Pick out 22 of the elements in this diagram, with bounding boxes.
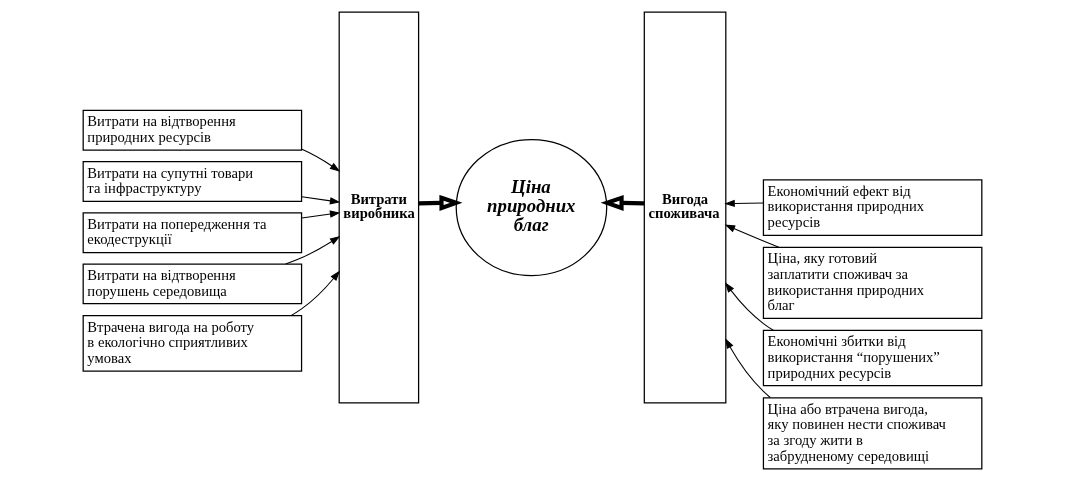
arrow xyxy=(301,148,341,172)
node-box: Економічні збитки від використання “порушених” природних ресурсів xyxy=(762,329,983,387)
node-box: Вигода споживача xyxy=(643,11,727,404)
node-box: Витрати на супутні товари та інфраструктуру xyxy=(82,161,303,202)
node-box: Економічний ефект від використання природних ресурсів xyxy=(762,179,983,236)
arrow xyxy=(301,196,341,205)
node-box: Витрати виробника xyxy=(338,11,420,404)
arrow xyxy=(725,338,771,398)
node-box: Витрати на попередження та екодеструкції xyxy=(82,212,303,254)
node-box: Витрати на відтворення природних ресурсів xyxy=(82,109,303,151)
arrow xyxy=(301,210,341,219)
node-box: Втрачена вигода на роботу в екологічно сприятливих умовах xyxy=(82,315,303,372)
arrow xyxy=(290,270,340,317)
node-box: Ціна, яку готовий заплатити споживач за використання природних благ xyxy=(762,246,983,319)
arrow xyxy=(285,236,341,265)
arrow xyxy=(724,199,764,208)
arrow xyxy=(600,194,645,212)
arrow xyxy=(418,194,463,212)
node-box: Ціна або втрачена вигода, яку повинен нести споживач за згоду жити в забрудненому середовищі xyxy=(762,397,983,470)
node-box: Витрати на відтворення порушень середовища xyxy=(82,263,303,305)
node-circle: Ціна природних благ xyxy=(455,139,608,277)
arrow xyxy=(724,282,774,331)
